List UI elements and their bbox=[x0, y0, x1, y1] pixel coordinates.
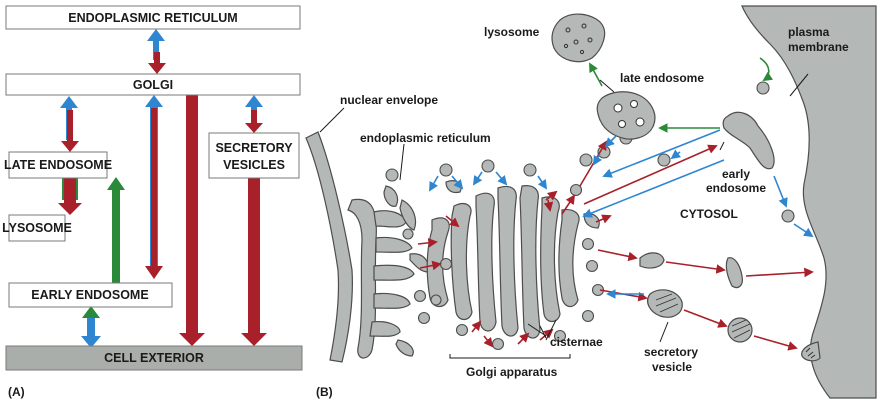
arrow-golgi-early-endosome bbox=[145, 95, 163, 279]
secretory-granule-1 bbox=[647, 289, 683, 318]
label-pointers bbox=[319, 73, 809, 343]
panel-a-arrows bbox=[58, 29, 267, 348]
golgi-stack bbox=[426, 180, 600, 339]
label-plasma-membrane-1: plasma bbox=[788, 25, 830, 39]
label-cisternae: cisternae bbox=[550, 335, 603, 349]
carrier-vesicle-1 bbox=[639, 252, 665, 269]
er-network bbox=[347, 185, 429, 359]
label-endoplasmic-reticulum: endoplasmic reticulum bbox=[360, 131, 491, 145]
label-nuclear-envelope: nuclear envelope bbox=[340, 93, 438, 107]
exocytosis-site bbox=[801, 341, 821, 362]
panel-b-label: (B) bbox=[316, 385, 333, 399]
box-late-endosome-label: LATE ENDOSOME bbox=[4, 158, 112, 172]
box-early-endosome bbox=[8, 282, 173, 308]
nuclear-envelope bbox=[305, 131, 353, 363]
box-er bbox=[5, 5, 301, 30]
arrow-secretory-exterior bbox=[241, 178, 267, 346]
green-arrows bbox=[589, 57, 774, 133]
late-endosome-organelle bbox=[596, 91, 656, 140]
transport-vesicles bbox=[385, 81, 795, 351]
label-cytosol: CYTOSOL bbox=[680, 207, 738, 221]
label-golgi-apparatus: Golgi apparatus bbox=[466, 365, 558, 379]
plasma-membrane bbox=[741, 5, 877, 399]
arrow-golgi-secretory bbox=[245, 95, 263, 133]
box-secretory-label-2: VESICLES bbox=[223, 158, 285, 172]
box-secretory-vesicles bbox=[208, 132, 300, 179]
label-late-endosome: late endosome bbox=[620, 71, 704, 85]
box-cell-exterior bbox=[5, 345, 303, 371]
arrow-golgi-late-endosome bbox=[60, 96, 79, 152]
box-cell-exterior-label: CELL EXTERIOR bbox=[104, 351, 204, 365]
arrow-late-endosome-lysosome bbox=[58, 178, 82, 215]
arrow-er-golgi bbox=[147, 29, 166, 74]
label-early-endosome-1: early bbox=[722, 167, 750, 181]
blue-arrows bbox=[429, 129, 814, 299]
label-early-endosome-2: endosome bbox=[706, 181, 766, 195]
box-lysosome bbox=[8, 214, 66, 242]
box-lysosome-label: LYSOSOME bbox=[2, 221, 72, 235]
panel-a-label: (A) bbox=[8, 385, 25, 399]
arrow-golgi-exterior bbox=[179, 93, 205, 346]
box-early-endosome-label: EARLY ENDOSOME bbox=[31, 288, 148, 302]
panel-a: ENDOPLASMIC RETICULUM GOLGI LATE ENDOSOM… bbox=[2, 5, 303, 399]
box-golgi bbox=[5, 73, 301, 96]
box-secretory-label-1: SECRETORY bbox=[215, 141, 293, 155]
label-secretory-vesicle-1: secretory bbox=[644, 345, 698, 359]
secretory-granule-2 bbox=[727, 317, 753, 343]
box-golgi-label: GOLGI bbox=[133, 78, 173, 92]
arrow-early-endosome-exterior bbox=[81, 306, 101, 348]
label-secretory-vesicle-2: vesicle bbox=[652, 360, 692, 374]
box-late-endosome bbox=[8, 151, 108, 179]
arrow-early-to-late-endosome bbox=[107, 177, 125, 283]
carrier-vesicle-2 bbox=[725, 257, 743, 289]
lysosome-organelle bbox=[551, 13, 606, 63]
box-er-label: ENDOPLASMIC RETICULUM bbox=[68, 11, 237, 25]
golgi-apparatus-bracket bbox=[449, 354, 571, 359]
label-lysosome: lysosome bbox=[484, 25, 540, 39]
label-plasma-membrane-2: membrane bbox=[788, 40, 849, 54]
panel-b: lysosome late endosome plasma membrane n… bbox=[305, 5, 877, 399]
early-endosome-organelle bbox=[722, 111, 775, 170]
